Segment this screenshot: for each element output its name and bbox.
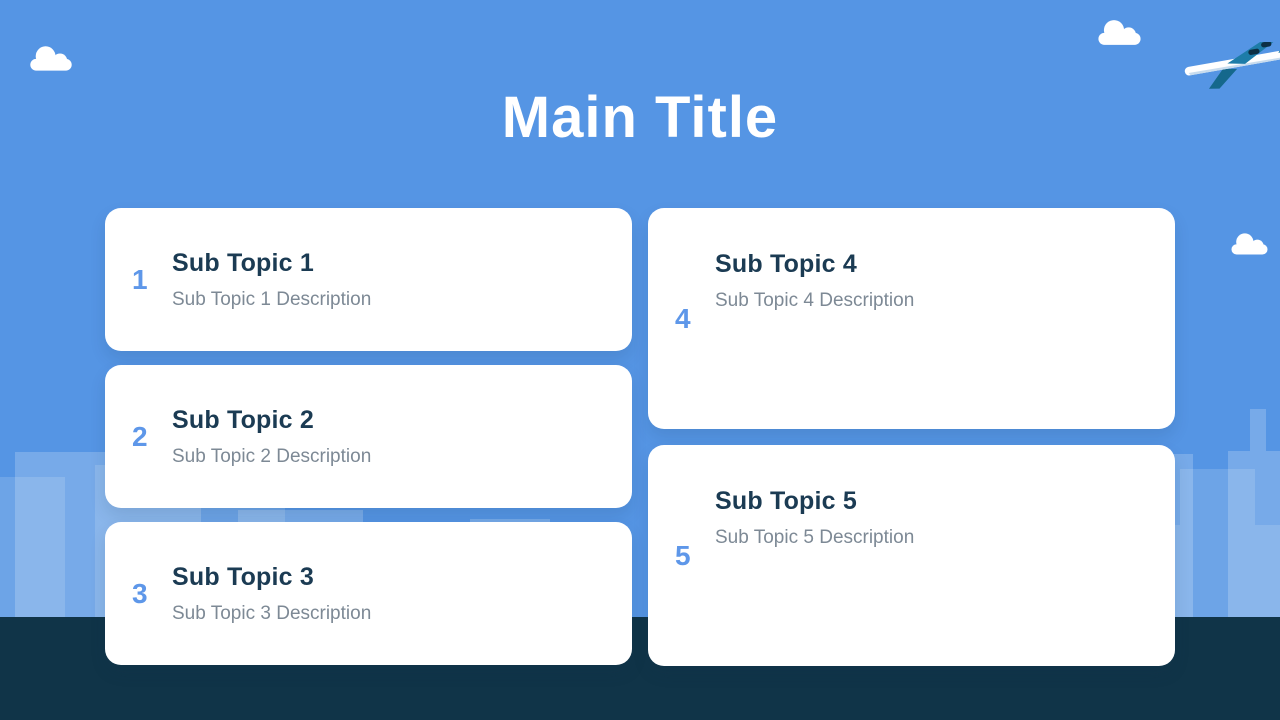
topic-content: Sub Topic 5 Sub Topic 5 Description <box>715 445 1151 549</box>
topic-card-5: 5 Sub Topic 5 Sub Topic 5 Description <box>648 445 1175 666</box>
topic-description: Sub Topic 3 Description <box>172 602 372 624</box>
topic-content: Sub Topic 4 Sub Topic 4 Description <box>715 208 1151 312</box>
topic-title: Sub Topic 2 <box>172 405 315 434</box>
airplane-icon <box>1184 42 1280 89</box>
topic-content: Sub Topic 3 Sub Topic 3 Description <box>172 522 608 665</box>
topic-number: 1 <box>132 263 148 295</box>
topic-title: Sub Topic 1 <box>172 248 315 277</box>
topic-content: Sub Topic 1 Sub Topic 1 Description <box>172 208 608 351</box>
topic-title: Sub Topic 3 <box>172 562 315 591</box>
cloud-icon <box>1231 233 1268 255</box>
topic-card-4: 4 Sub Topic 4 Sub Topic 4 Description <box>648 208 1175 429</box>
topic-number: 5 <box>675 539 691 571</box>
topic-title: Sub Topic 4 <box>715 250 858 278</box>
topics-column-left: 1 Sub Topic 1 Sub Topic 1 Description 2 … <box>105 208 632 665</box>
topic-card-3: 3 Sub Topic 3 Sub Topic 3 Description <box>105 522 632 665</box>
topic-number: 4 <box>675 302 691 334</box>
topics-column-right: 4 Sub Topic 4 Sub Topic 4 Description 5 … <box>648 208 1175 666</box>
topic-description: Sub Topic 5 Description <box>715 527 915 548</box>
topic-title: Sub Topic 5 <box>715 487 858 515</box>
topic-card-2: 2 Sub Topic 2 Sub Topic 2 Description <box>105 365 632 508</box>
topic-number: 2 <box>132 420 148 452</box>
topic-description: Sub Topic 1 Description <box>172 288 372 310</box>
topic-card-1: 1 Sub Topic 1 Sub Topic 1 Description <box>105 208 632 351</box>
topic-description: Sub Topic 4 Description <box>715 290 915 311</box>
topic-description: Sub Topic 2 Description <box>172 445 372 467</box>
cloud-icon <box>30 46 72 71</box>
topic-content: Sub Topic 2 Sub Topic 2 Description <box>172 365 608 508</box>
cloud-icon <box>1098 20 1141 45</box>
slide-title: Main Title <box>501 85 779 150</box>
topic-number: 3 <box>132 577 148 609</box>
